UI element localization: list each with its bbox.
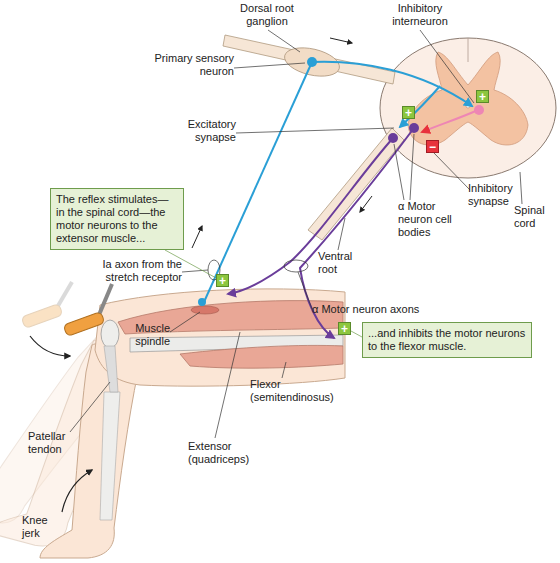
excite-sign: + (338, 322, 351, 335)
part-label: Patellar tendon (28, 430, 76, 456)
hammer-head (63, 312, 105, 337)
part-label: α Motor neuron axons (312, 303, 452, 316)
callout-box: The reflex stimulates— in the spinal cor… (50, 188, 184, 250)
tibia (100, 392, 120, 520)
motor-cell-body (388, 133, 398, 143)
motor-cell-body (409, 123, 419, 133)
ghost-hammer (21, 282, 72, 328)
flow-arrow (192, 226, 202, 248)
motor-axon (228, 138, 393, 294)
gray-matter (408, 52, 528, 145)
part-label: Extensor (quadriceps) (188, 440, 256, 466)
part-label: Spinal cord (514, 204, 558, 230)
part-label: Ventral root (318, 250, 362, 276)
dorsal-root (223, 35, 395, 84)
excite-sign: + (216, 274, 229, 287)
part-label: Knee jerk (22, 514, 58, 540)
flow-arrow (330, 38, 352, 43)
part-label: Ia axon from the stretch receptor (94, 258, 182, 284)
callout-text: ...and inhibits the motor neurons to the… (368, 327, 526, 353)
inhibit-sign: − (426, 140, 439, 153)
excite-sign: + (476, 90, 489, 103)
part-label: Primary sensory neuron (148, 52, 234, 78)
spinal-cord (380, 38, 556, 178)
interneuron-cell-body (474, 105, 484, 115)
part-label: Inhibitory interneuron (384, 2, 456, 28)
sensory-axon (204, 62, 312, 302)
flow-arrow (360, 196, 372, 212)
excite-sign: + (402, 106, 415, 119)
kick-arrow (62, 470, 92, 512)
part-label: Dorsal root ganglion (234, 2, 300, 28)
callout-text: The reflex stimulates— in the spinal cor… (56, 193, 178, 245)
part-label: α Motor neuron cell bodies (398, 200, 458, 239)
part-label: Excitatory synapse (174, 118, 236, 144)
dorsal-sulcus (468, 38, 469, 62)
patella (101, 320, 119, 348)
sensory-ending (198, 298, 206, 306)
callout-box: ...and inhibits the motor neurons to the… (362, 322, 532, 358)
flexor-muscle (180, 345, 343, 368)
sensory-cell-body (307, 57, 317, 67)
thigh (95, 289, 345, 386)
interneuron-axon (422, 110, 478, 132)
tap-arrow (30, 336, 70, 356)
part-label: Flexor (semitendinosus) (250, 378, 342, 404)
patellar-tendon (104, 346, 118, 392)
part-label: Muscle spindle (124, 322, 170, 348)
muscle-spindle (191, 306, 219, 314)
sensory-branch (400, 86, 440, 127)
